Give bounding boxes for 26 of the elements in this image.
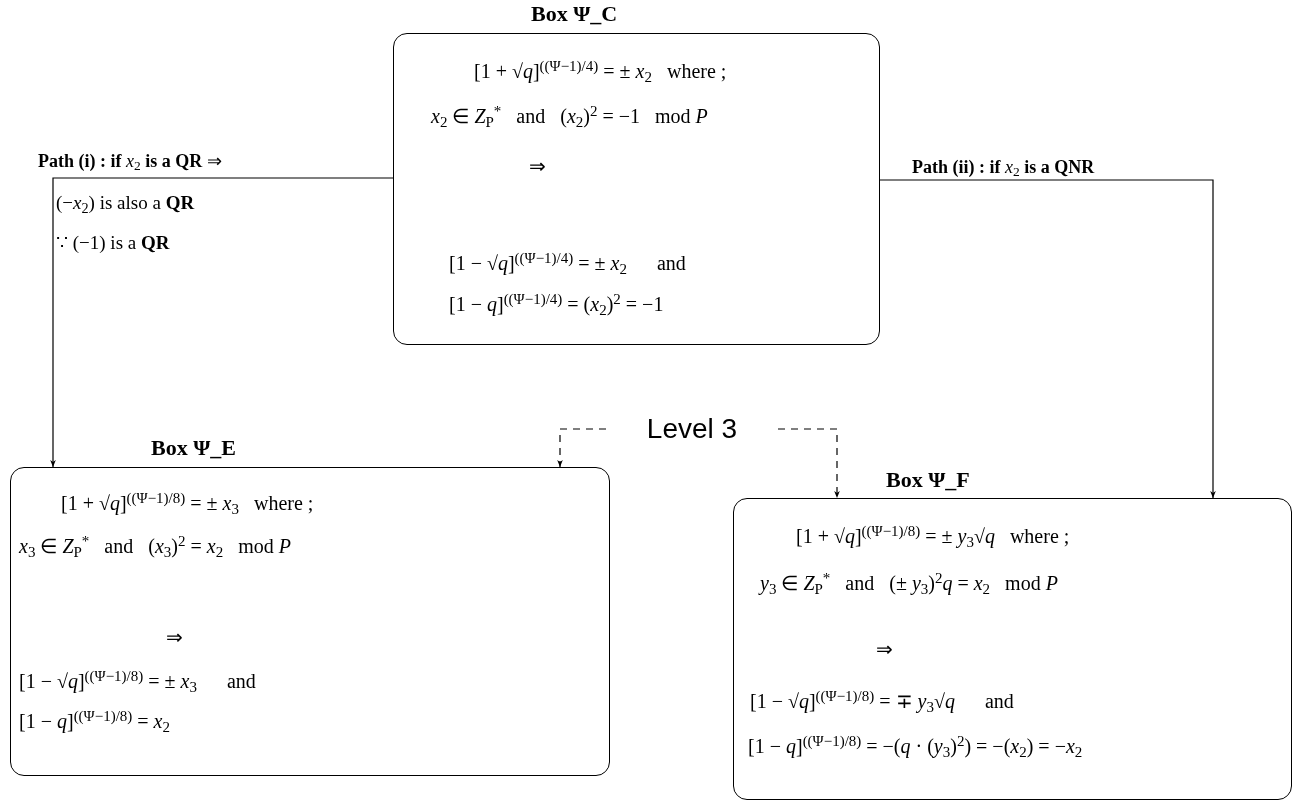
box-heading: Box Ψ_C <box>531 3 618 25</box>
formula-text: x$_{2}$ ∈ Z$_{P}$$^{*}$ and (x$_{2}$)$^{2}$ = −1 mod P <box>431 105 708 127</box>
formula-text: [1 − q]$^{((Ψ−1)/8)}$ = x$_{2}$ <box>19 710 170 732</box>
box-heading: Box Ψ_F <box>886 469 970 491</box>
formula-text: [1 − √q]$^{((Ψ−1)/8)}$ = ± x$_{3}$ and <box>19 670 256 692</box>
edge-label: Path (ii) : if x$_{2}$ is a QNR <box>912 157 1095 177</box>
edge-label: Path (i) : if x$_{2}$ is a QR ⇒ <box>38 151 222 171</box>
arrow <box>50 177 394 468</box>
note-text: (−x$_{2}$) is also a QR <box>56 192 195 213</box>
formula-text: ⇒ <box>876 638 893 660</box>
formula-text: x$_{3}$ ∈ Z$_{P}$$^{*}$ and (x$_{3}$)$^{2}$ = x$_{2}$ mod P <box>19 535 291 557</box>
formula-text: y$_{3}$ ∈ Z$_{P}$$^{*}$ and (± y$_{3}$)$^{2}$q = x$_{2}$ mod P <box>760 572 1058 594</box>
formula-text: ⇒ <box>529 155 546 177</box>
formula-text: [1 − q]$^{((Ψ−1)/4)}$ = (x$_{2}$)$^{2}$ = −1 <box>449 293 664 315</box>
note-text: ∵ (−1) is a QR <box>56 232 170 253</box>
arrow <box>777 428 840 499</box>
formula-text: ⇒ <box>166 626 183 648</box>
formula-text: [1 + √q]$^{((Ψ−1)/4)}$ = ± x$_{2}$ where ; <box>474 60 727 82</box>
formula-text: [1 − q]$^{((Ψ−1)/8)}$ = −(q · (y$_{3}$)$^{2}$) = −(x$_{2}$) = −x$_{2}$ <box>748 735 1083 757</box>
formula-text: [1 − √q]$^{((Ψ−1)/4)}$ = ± x$_{2}$ and <box>449 252 686 274</box>
formula-text: [1 + √q]$^{((Ψ−1)/8)}$ = ± x$_{3}$ where ; <box>61 492 314 514</box>
formula-text: [1 − √q]$^{((Ψ−1)/8)}$ = ∓ y$_{3}$√q and <box>750 690 1014 712</box>
formula-text: [1 + √q]$^{((Ψ−1)/8)}$ = ± y$_{3}$√q where ; <box>796 525 1070 547</box>
arrow <box>879 179 1216 499</box>
box-heading: Box Ψ_E <box>151 437 236 459</box>
arrow <box>557 428 607 468</box>
